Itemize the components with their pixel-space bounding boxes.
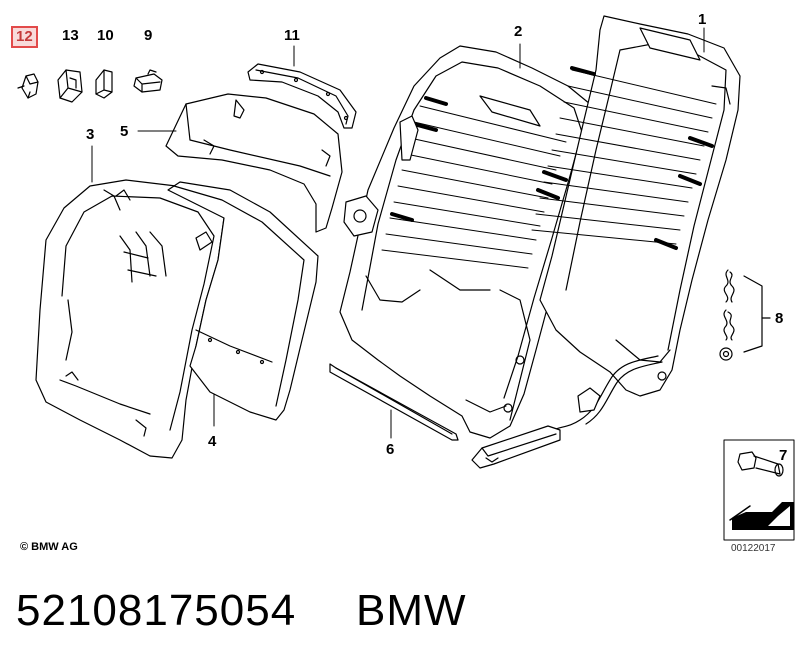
part-number-caption: 52108175054 — [16, 586, 297, 635]
parts-diagram — [0, 0, 799, 560]
copyright-notice: © BMW AG — [20, 541, 78, 553]
callout-1: 1 — [698, 11, 707, 28]
callout-3: 3 — [86, 126, 95, 143]
part-10-clip — [96, 70, 112, 98]
part-8-springs — [720, 270, 770, 360]
callout-9: 9 — [144, 27, 153, 44]
callout-8: 8 — [775, 310, 784, 327]
callout-10: 10 — [97, 27, 114, 44]
wiring-harness — [472, 356, 662, 468]
part-12-clip — [18, 74, 38, 98]
part-6-strip — [330, 364, 458, 440]
part-7-inset-box — [724, 440, 794, 540]
callout-6: 6 — [386, 441, 395, 458]
part-4-foam-pad — [168, 182, 318, 420]
part-3-back-cover — [36, 180, 224, 458]
part-5-upper-panel — [166, 94, 342, 232]
callout-5: 5 — [120, 123, 129, 140]
callout-4: 4 — [208, 433, 217, 450]
callout-12: 12 — [11, 26, 38, 48]
leader-lines — [92, 28, 704, 438]
part-13-clip — [58, 70, 82, 102]
part-2-frame — [340, 46, 598, 438]
callout-2: 2 — [514, 23, 523, 40]
reference-code: 00122017 — [731, 543, 776, 554]
callout-11: 11 — [284, 27, 300, 44]
brand-caption: BMW — [356, 586, 467, 635]
callout-7: 7 — [779, 447, 788, 464]
callout-13: 13 — [62, 27, 79, 44]
part-11-trim-strip — [248, 64, 356, 128]
part-1-frame — [532, 16, 740, 396]
part-9-clip — [134, 70, 162, 92]
